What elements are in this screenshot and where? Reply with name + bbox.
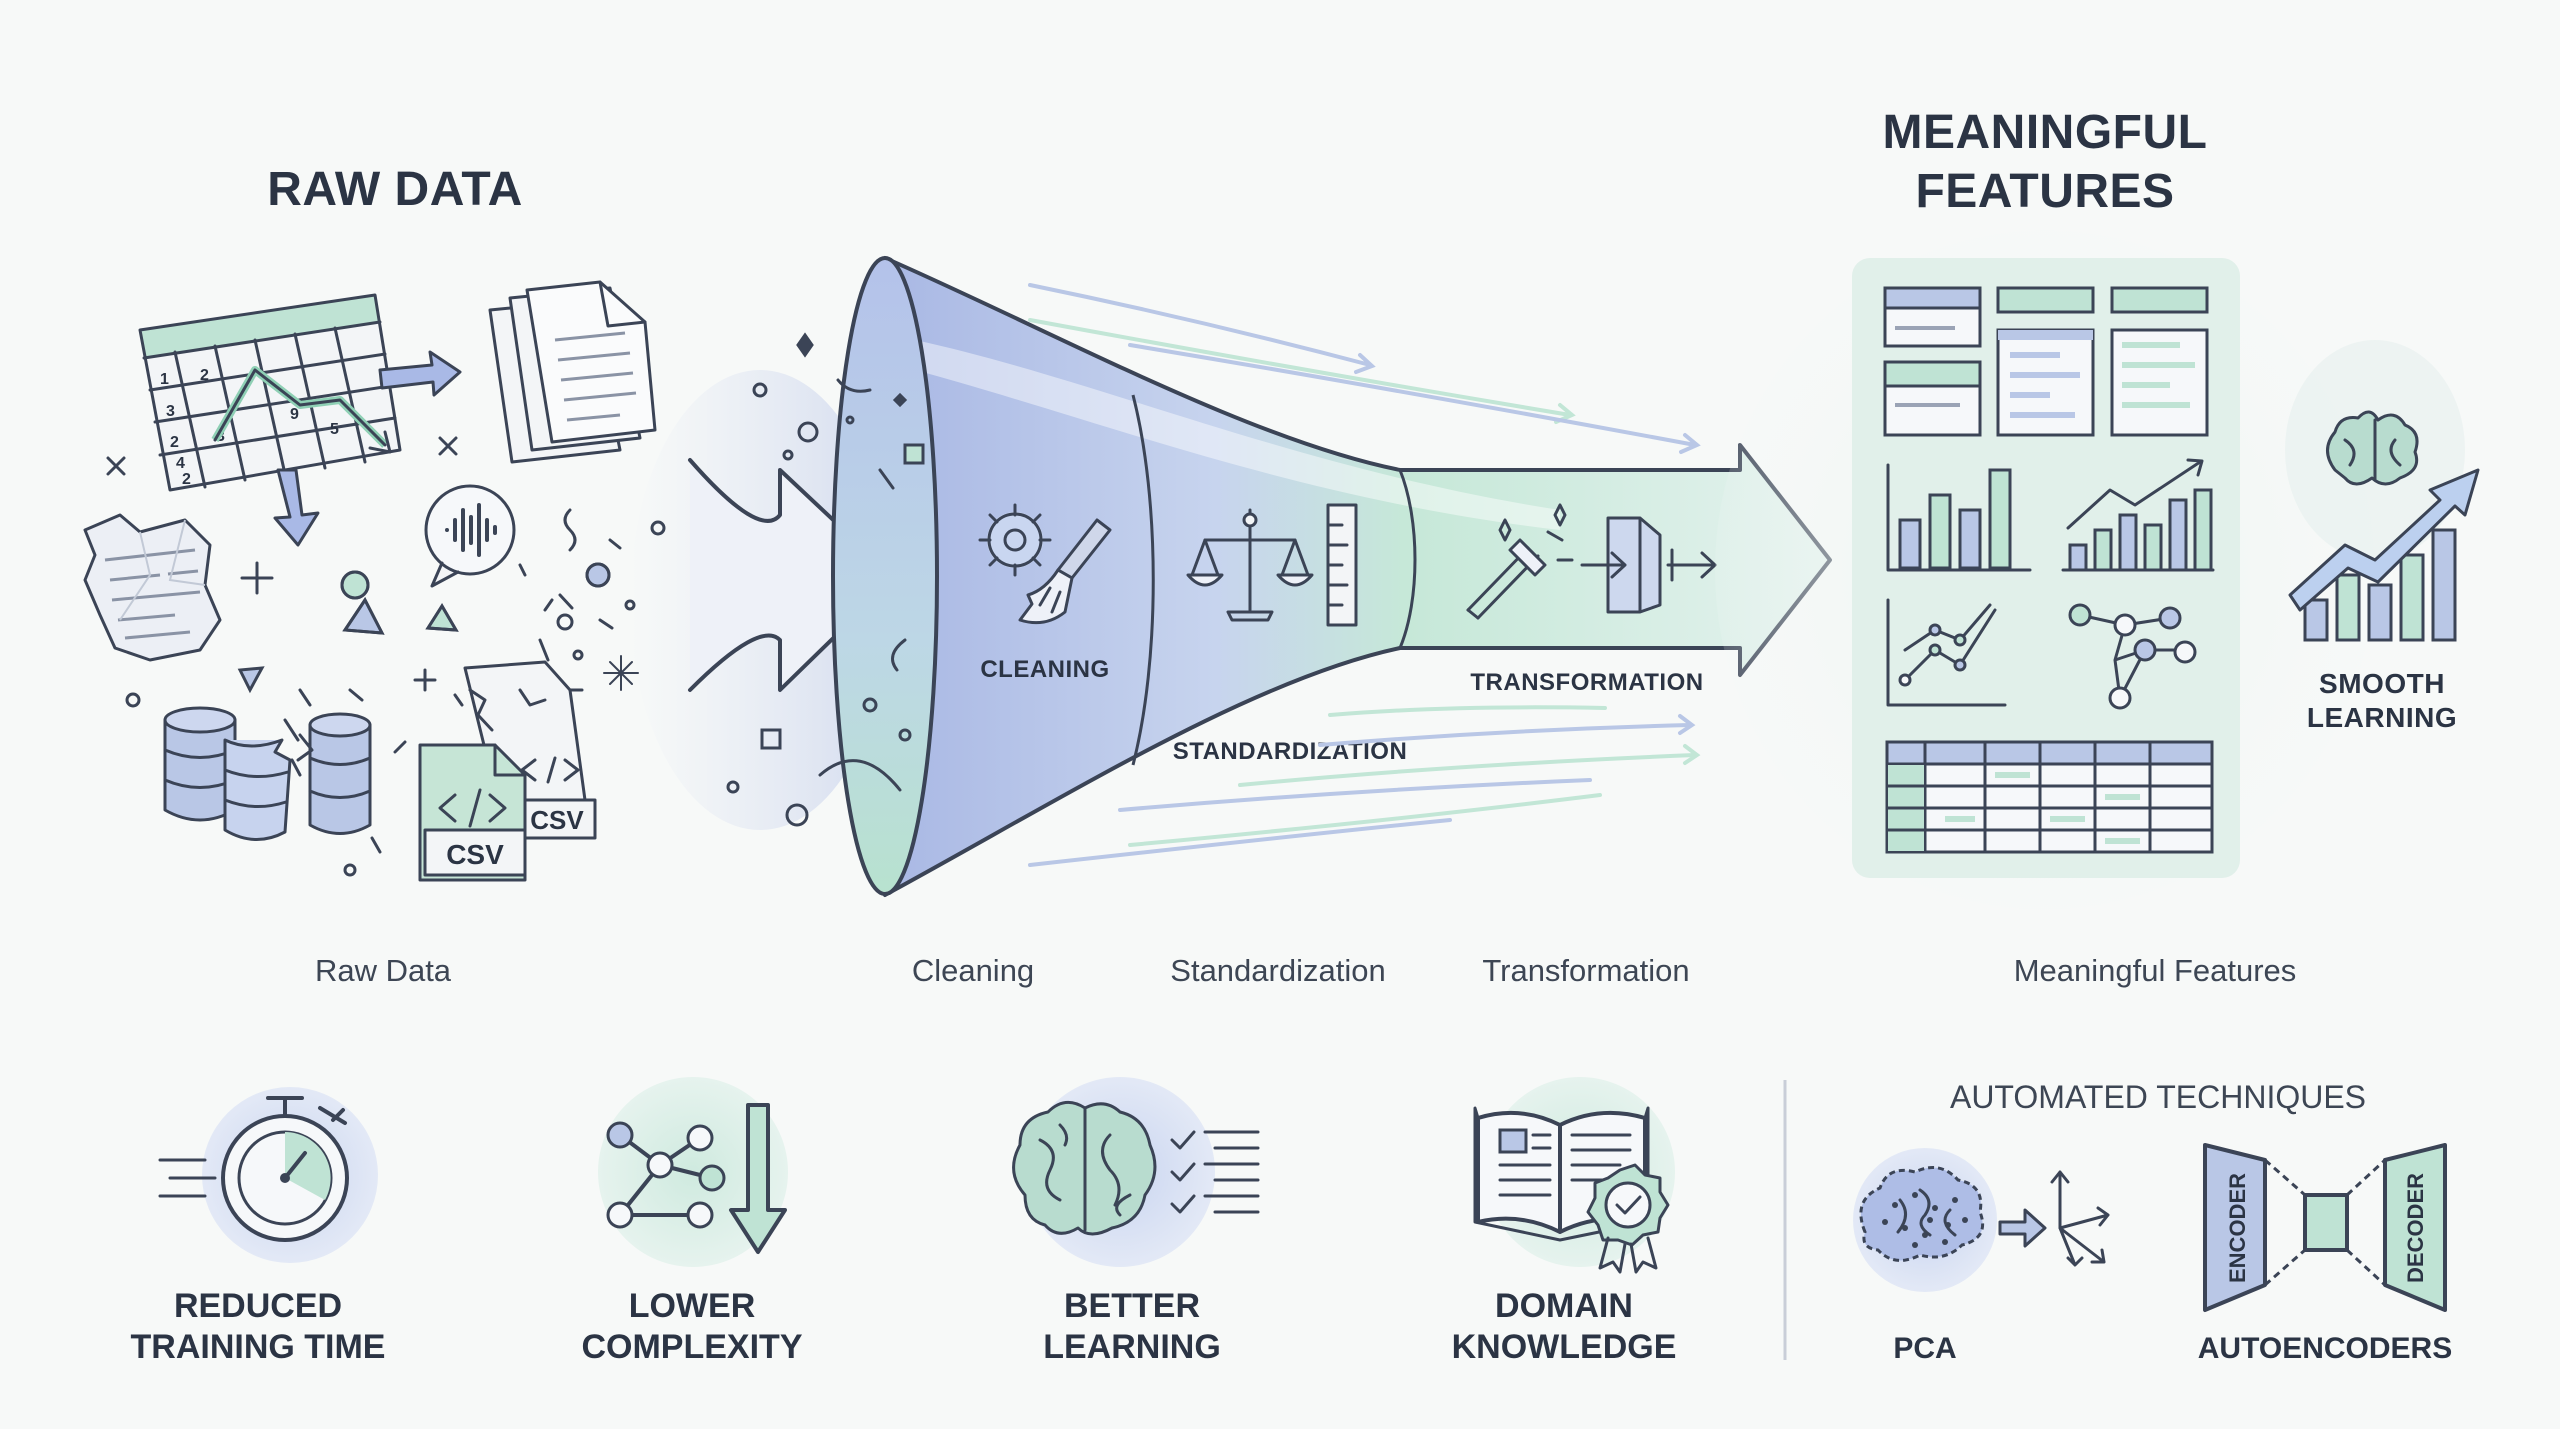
grid-num-9: 2 (182, 471, 191, 488)
autoencoders-label: AUTOENCODERS (2198, 1332, 2452, 1365)
pca-cloud-icon (1859, 1166, 1985, 1262)
benefit-4-line2: KNOWLEDGE (1452, 1328, 1677, 1366)
processing-funnel: CLEANING STANDARDIZATION (726, 256, 1832, 897)
grid-num-3: 3 (166, 403, 175, 420)
autoencoder-icon: ENCODER DECODER (2203, 1143, 2447, 1312)
grid-num-1: 1 (160, 371, 169, 388)
grid-num-7: 4 (176, 455, 185, 472)
scale-ruler-icon (1186, 503, 1358, 627)
caption-meaningful-features: Meaningful Features (2014, 953, 2297, 988)
smooth-learning-label-line1: SMOOTH (2319, 668, 2445, 699)
raw-data-cluster: 1 2 3 2 3 9 4 5 2 (83, 280, 890, 882)
data-table-icon (1885, 740, 2214, 854)
benefit-1-line2: TRAINING TIME (131, 1328, 386, 1366)
line-chart-icon (1886, 598, 2007, 707)
benefit-2-line2: COMPLEXITY (581, 1328, 802, 1366)
caption-row: Raw Data Cleaning Standardization Transf… (315, 953, 2296, 988)
document-stack-icon (488, 280, 657, 464)
crumpled-page-icon (83, 513, 222, 662)
grid-num-6: 9 (290, 406, 299, 423)
benefit-3-line2: LEARNING (1043, 1328, 1221, 1366)
caption-transformation: Transformation (1482, 953, 1689, 988)
stopwatch-icon (158, 1096, 349, 1242)
broken-database-icon (163, 706, 372, 842)
grid-num-8: 5 (330, 421, 339, 438)
meaningful-features-heading-line1: MEANINGFUL (1883, 106, 2208, 159)
raw-data-heading: RAW DATA (267, 163, 523, 216)
bar-chart-icon (1886, 463, 2032, 572)
feature-card-grid (1883, 286, 2209, 437)
benefit-3-line1: BETTER (1064, 1287, 1200, 1325)
pca-axes-icon (2050, 1170, 2110, 1267)
brain-checklist-icon (1012, 1100, 1260, 1236)
graph-network-icon (2068, 603, 2197, 710)
benefit-lower-complexity: LOWER COMPLEXITY (581, 1077, 803, 1366)
gear-brush-icon (978, 503, 1112, 625)
encoder-label: ENCODER (2225, 1173, 2250, 1283)
wand-transform-icon (1466, 503, 1717, 620)
flow-lines (1028, 283, 1701, 867)
caption-raw-data: Raw Data (315, 953, 452, 988)
arrow-down-icon (273, 468, 320, 547)
csv-front-label: CSV (446, 839, 504, 870)
smooth-learning-icon (2285, 340, 2480, 642)
network-down-icon (606, 1103, 787, 1254)
audio-bubble-icon (424, 484, 516, 588)
trend-chart-icon (2061, 458, 2215, 572)
automated-techniques-heading: AUTOMATED TECHNIQUES (1950, 1079, 2366, 1115)
scattered-fragments (106, 436, 666, 877)
pca-technique: PCA (1853, 1148, 2110, 1365)
arrow-right-icon (378, 350, 462, 397)
benefit-domain-knowledge: DOMAIN KNOWLEDGE (1452, 1077, 1677, 1366)
autoencoder-technique: ENCODER DECODER AUTOENCODERS (2198, 1143, 2452, 1365)
csv-file-icon-front: CSV (418, 743, 527, 882)
benefit-2-line1: LOWER (629, 1287, 756, 1325)
spreadsheet-icon: 1 2 3 2 3 9 4 5 2 (138, 293, 402, 492)
grid-num-2: 2 (200, 367, 209, 384)
book-badge-icon (1473, 1106, 1670, 1274)
benefit-1-line1: REDUCED (174, 1287, 342, 1325)
benefit-4-line1: DOMAIN (1495, 1287, 1633, 1325)
meaningful-features-heading-line2: FEATURES (1915, 165, 2174, 218)
caption-standardization: Standardization (1170, 953, 1385, 988)
benefit-reduced-training-time: REDUCED TRAINING TIME (131, 1087, 386, 1366)
meaningful-features-panel (1715, 230, 2375, 910)
decoder-label: DECODER (2403, 1173, 2428, 1283)
pca-label: PCA (1893, 1332, 1956, 1365)
caption-cleaning: Cleaning (912, 953, 1034, 988)
csv-back-label: CSV (530, 805, 584, 835)
cleaning-stage-label: CLEANING (980, 656, 1109, 683)
transformation-stage-label: TRANSFORMATION (1470, 669, 1703, 696)
brain-icon (2326, 410, 2419, 486)
benefit-better-learning: BETTER LEARNING (1012, 1077, 1260, 1366)
smooth-learning-label-line2: LEARNING (2307, 702, 2457, 733)
grid-num-4: 2 (170, 434, 179, 451)
